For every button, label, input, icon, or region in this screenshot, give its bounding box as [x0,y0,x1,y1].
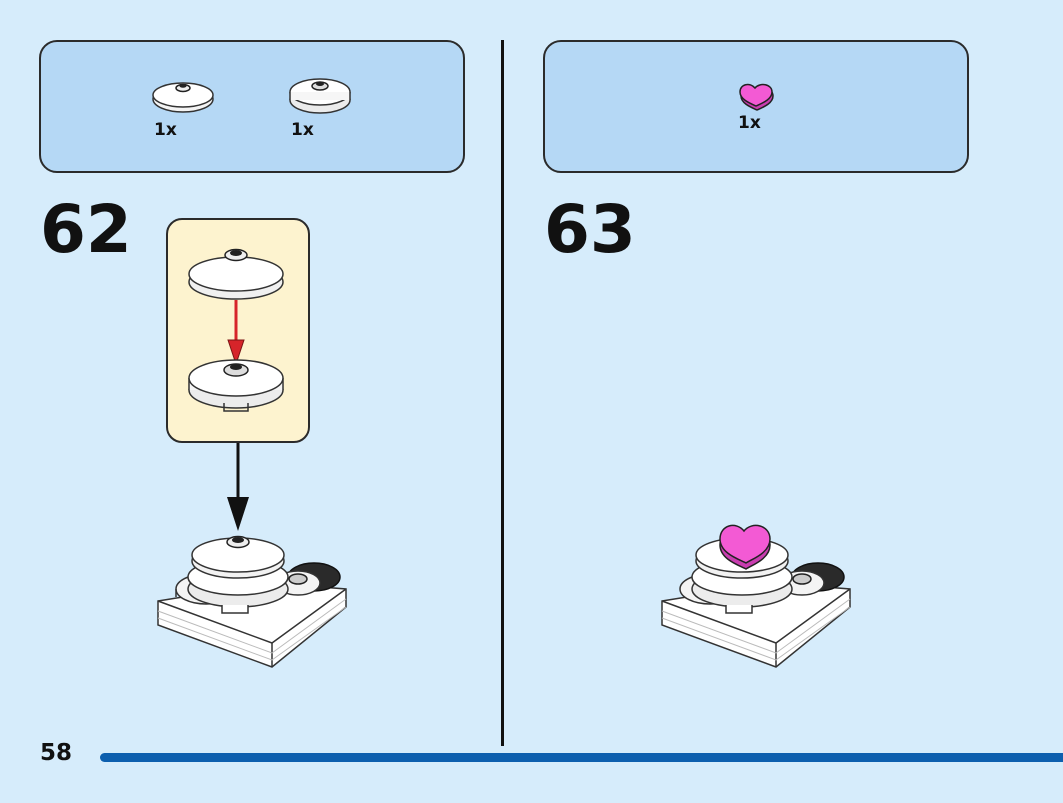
step-62-parts-box [39,40,465,173]
assembly-arrow [227,443,249,531]
pink-heart-part-icon [739,83,774,111]
progress-bar [100,753,1063,762]
step-62-model-illustration [157,535,347,668]
part-qty: 1x [154,120,177,140]
step-number-63: 63 [544,191,636,268]
step-number-62: 62 [40,191,132,268]
white-round-plate-part-icon [152,82,214,113]
part-qty: 1x [291,120,314,140]
white-round-tile-part-icon [289,78,351,114]
page-number: 58 [40,740,73,766]
part-qty: 1x [738,113,761,133]
step-63-model-illustration [661,524,851,668]
column-divider [501,40,504,746]
subassembly-illustration [188,248,284,412]
